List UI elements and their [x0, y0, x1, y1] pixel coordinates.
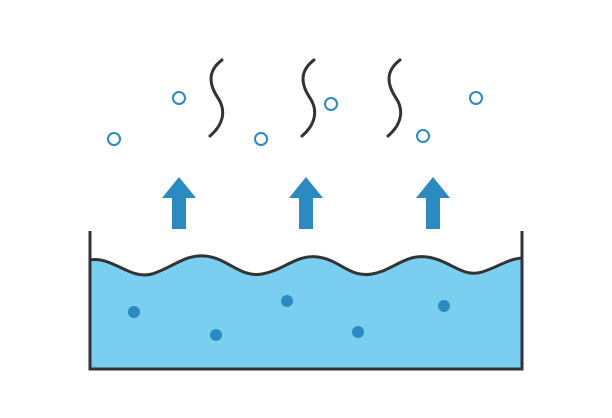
water-body — [90, 255, 522, 369]
vapor-bubble — [324, 97, 338, 111]
vapor-bubble — [172, 91, 186, 105]
up-arrow-icon — [416, 177, 450, 229]
water-surface-line — [88, 254, 524, 277]
steam-wave-icon — [208, 58, 225, 138]
steam-wave-icon — [300, 58, 317, 138]
vapor-bubble — [107, 132, 121, 146]
water-particle — [352, 326, 364, 338]
water-particle — [438, 300, 450, 312]
up-arrow-icon — [162, 177, 196, 229]
water-particle — [128, 306, 140, 318]
water-particle — [210, 329, 222, 341]
steam-wave-icon — [386, 58, 403, 138]
vapor-bubble — [416, 129, 430, 143]
vapor-bubble — [469, 91, 483, 105]
vapor-bubble — [254, 132, 268, 146]
water-particle — [281, 295, 293, 307]
container-outline — [88, 231, 524, 371]
up-arrow-icon — [289, 177, 323, 229]
